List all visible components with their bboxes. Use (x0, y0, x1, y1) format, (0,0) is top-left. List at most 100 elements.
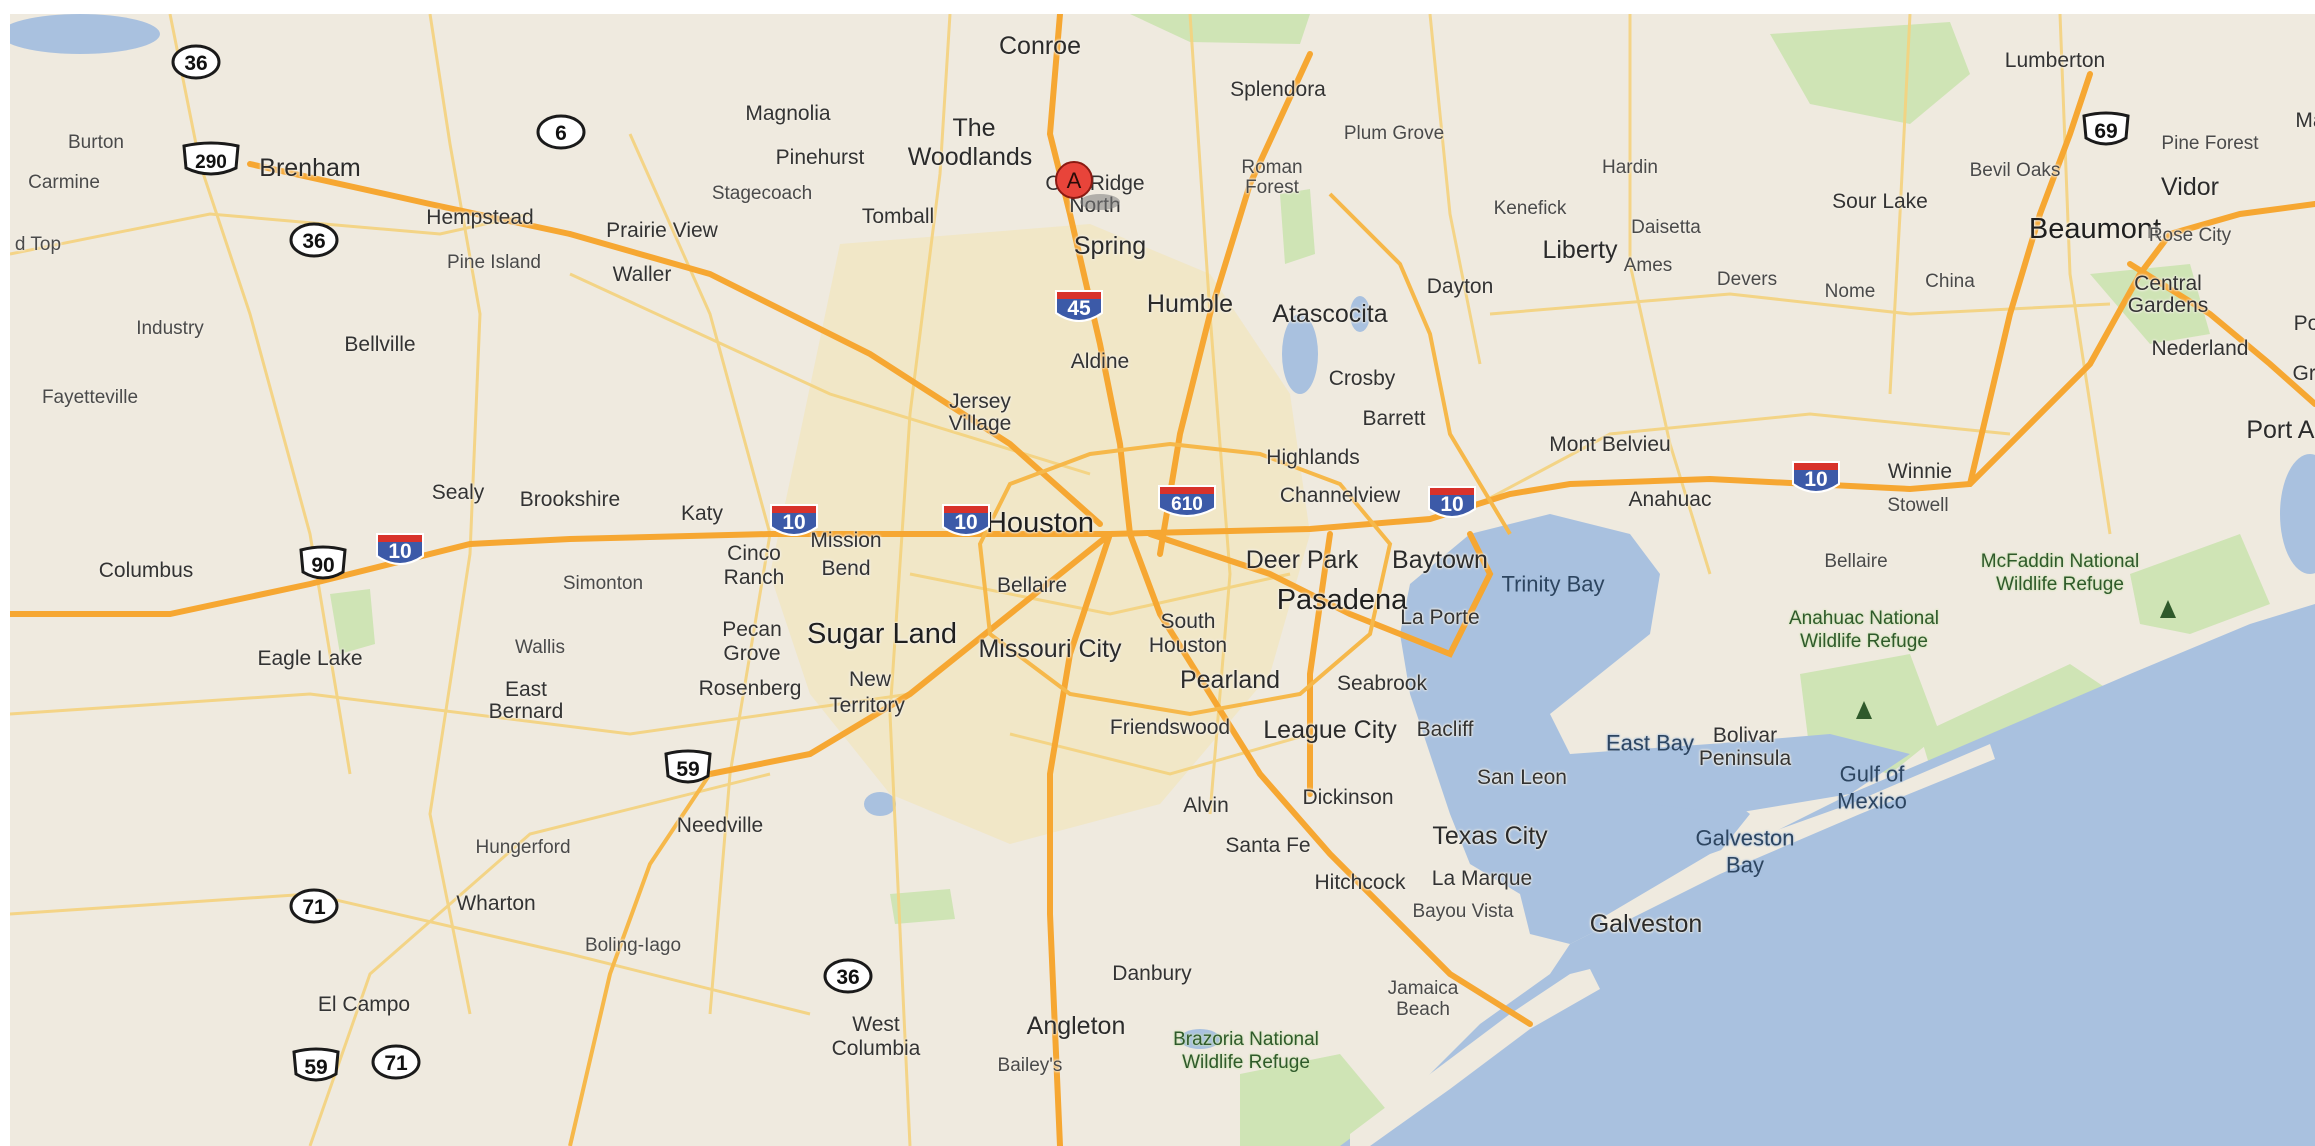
park-area (2090, 264, 2210, 344)
place-label: Atascocita (1272, 299, 1388, 328)
place-label: Pinehurst (775, 145, 865, 169)
lake (1180, 1029, 1220, 1049)
route-number: 6 (555, 122, 567, 145)
place-label: Bolivar (1712, 723, 1778, 747)
place-label: Bayou Vista (1412, 901, 1514, 923)
place-label: Industry (136, 318, 204, 340)
place-label: Needville (676, 813, 764, 837)
place-label: Jersey (949, 389, 1011, 413)
galveston-island (1350, 969, 1600, 1146)
place-label: Hitchcock (1314, 870, 1406, 894)
place-label: Katy (680, 501, 724, 525)
water-label: Galveston (1695, 825, 1795, 851)
route-number: 59 (304, 1056, 327, 1079)
place-label: Brookshire (519, 487, 621, 511)
tree-icon (2160, 600, 2176, 618)
place-label: China (1925, 271, 1975, 293)
place-label: Territory (829, 693, 905, 717)
place-label: Humble (1146, 289, 1234, 318)
place-label: Kenefick (1493, 198, 1567, 220)
park-label: Wildlife Refuge (1800, 631, 1928, 653)
place-label: Santa Fe (1225, 833, 1311, 857)
lake (10, 14, 160, 54)
place-label: Pecan (722, 617, 782, 641)
place-label: La Porte (1400, 605, 1480, 629)
place-label: Bernard (488, 699, 564, 723)
place-label: Pearland (1179, 665, 1281, 694)
place-label: Splendora (1230, 77, 1326, 101)
route-number: 69 (2094, 120, 2117, 143)
route-number: 10 (1440, 493, 1463, 516)
place-label: Channelview (1279, 483, 1401, 507)
place-label: Wharton (456, 891, 536, 915)
place-label: New (848, 667, 892, 691)
place-label: El Campo (317, 992, 411, 1016)
place-label: Simonton (562, 573, 644, 595)
place-label: Carmine (28, 172, 100, 194)
place-label: d Top (14, 234, 62, 256)
place-label: Alvin (1183, 793, 1229, 817)
place-label: South (1160, 609, 1216, 633)
place-label: Gro (2292, 361, 2315, 385)
bolivar-peninsula (1600, 744, 1995, 929)
place-label: Central (2134, 271, 2202, 295)
route-number: 90 (311, 554, 334, 577)
place-label: Pasadena (1276, 583, 1408, 616)
place-label: Woodlands (907, 142, 1033, 171)
place-label: Galveston (1589, 909, 1703, 938)
place-label: Nome (1824, 281, 1876, 303)
place-label: Village (948, 411, 1012, 435)
place-label: Waller (612, 262, 672, 286)
place-label: Ranch (723, 565, 785, 589)
place-label: Mission (810, 528, 882, 552)
place-label: Bacliff (1416, 717, 1474, 741)
place-label: Nederland (2151, 336, 2249, 360)
place-label: Highlands (1266, 445, 1360, 469)
water-label: East Bay (1605, 730, 1695, 756)
galveston-bay (1400, 514, 1750, 944)
place-label: Stowell (1887, 495, 1949, 517)
place-label: Wallis (515, 637, 565, 659)
place-label: Friendswood (1109, 715, 1231, 739)
marker-label: A (1067, 168, 1082, 193)
route-number: 10 (1804, 468, 1827, 491)
place-label: Anahuac (1628, 487, 1712, 511)
park-label: McFaddin National (1980, 551, 2140, 573)
place-label: The (952, 113, 996, 142)
place-label: Angleton (1026, 1011, 1126, 1040)
place-label: Mont Belvieu (1549, 432, 1671, 456)
route-number: 71 (384, 1052, 408, 1075)
place-label: Crosby (1328, 366, 1396, 390)
route-number: 71 (302, 896, 326, 919)
place-label: Hardin (1602, 157, 1658, 179)
place-label: Por (2293, 311, 2315, 335)
place-label: Barrett (1362, 406, 1426, 430)
place-label: Daisetta (1631, 217, 1701, 239)
east-bay (1570, 734, 1910, 814)
route-number: 36 (184, 52, 207, 75)
park-label: Wildlife Refuge (1182, 1052, 1310, 1074)
place-label: Winnie (1887, 459, 1953, 483)
place-label: Lumberton (2004, 48, 2106, 72)
place-label: Sour Lake (1832, 189, 1928, 213)
place-label: Sealy (431, 480, 485, 504)
gulf-of-mexico (1340, 604, 2315, 1146)
place-label: Bellville (344, 332, 416, 356)
park-area (330, 589, 375, 654)
route-number: 36 (302, 230, 325, 253)
place-label: Danbury (1112, 961, 1192, 985)
route-number: 10 (782, 511, 805, 534)
place-label: Hempstead (426, 205, 534, 229)
place-label: Sugar Land (807, 617, 957, 650)
place-label: Beaumont (2028, 212, 2162, 245)
place-label: Houston (985, 506, 1095, 539)
water-label: Trinity Bay (1501, 571, 1605, 597)
place-label: Brenham (259, 153, 361, 182)
place-label: Deer Park (1245, 545, 1359, 574)
place-label: Ma (2295, 108, 2315, 132)
place-label: Aldine (1070, 349, 1130, 373)
place-label: Baytown (1392, 545, 1488, 574)
place-label: Stagecoach (711, 183, 813, 205)
park-area (1770, 22, 1970, 124)
